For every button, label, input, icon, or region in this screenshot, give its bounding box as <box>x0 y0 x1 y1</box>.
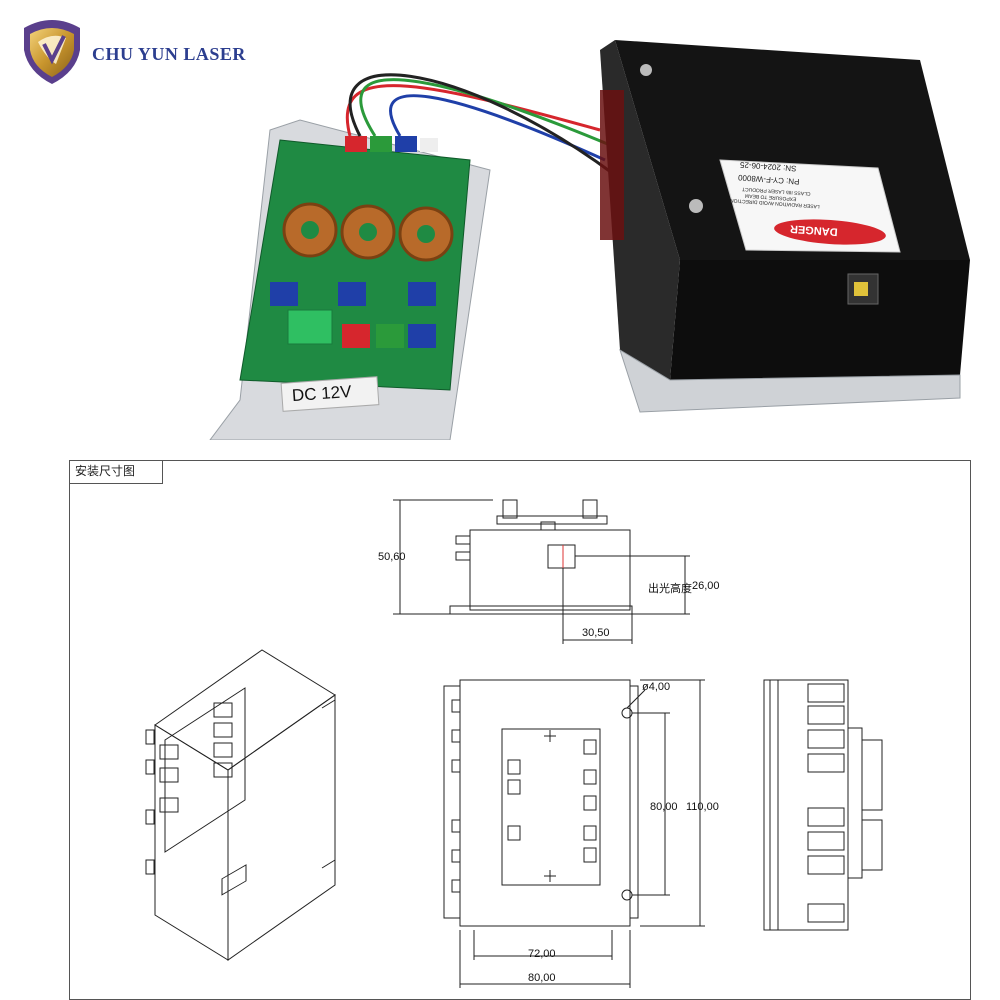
side-view <box>763 679 883 931</box>
dim-beam-height: 26,00 <box>692 580 720 592</box>
product-photo <box>209 40 970 440</box>
brand-name: CHU YUN LASER <box>92 44 246 64</box>
danger-badge <box>774 219 886 245</box>
top-view <box>443 679 705 988</box>
dim-beam-height-label: 出光高度 <box>648 582 692 595</box>
shield-logo-icon <box>24 20 80 84</box>
dim-beam-offset: 30,50 <box>582 627 610 639</box>
laser-head-front <box>670 260 970 380</box>
dim-total-height: 50,60 <box>378 551 406 563</box>
dim-hole-diameter: ø4,00 <box>642 681 671 693</box>
dim-hole-spacing-vertical: 80,00 <box>650 801 678 813</box>
isometric-view <box>145 649 336 961</box>
drawing-title: 安装尺寸图 <box>69 460 163 484</box>
dim-hole-spacing-horizontal: 72,00 <box>528 948 556 960</box>
dim-body-length: 110,00 <box>686 801 719 813</box>
dim-body-width: 80,00 <box>528 972 556 984</box>
front-view <box>393 499 690 644</box>
